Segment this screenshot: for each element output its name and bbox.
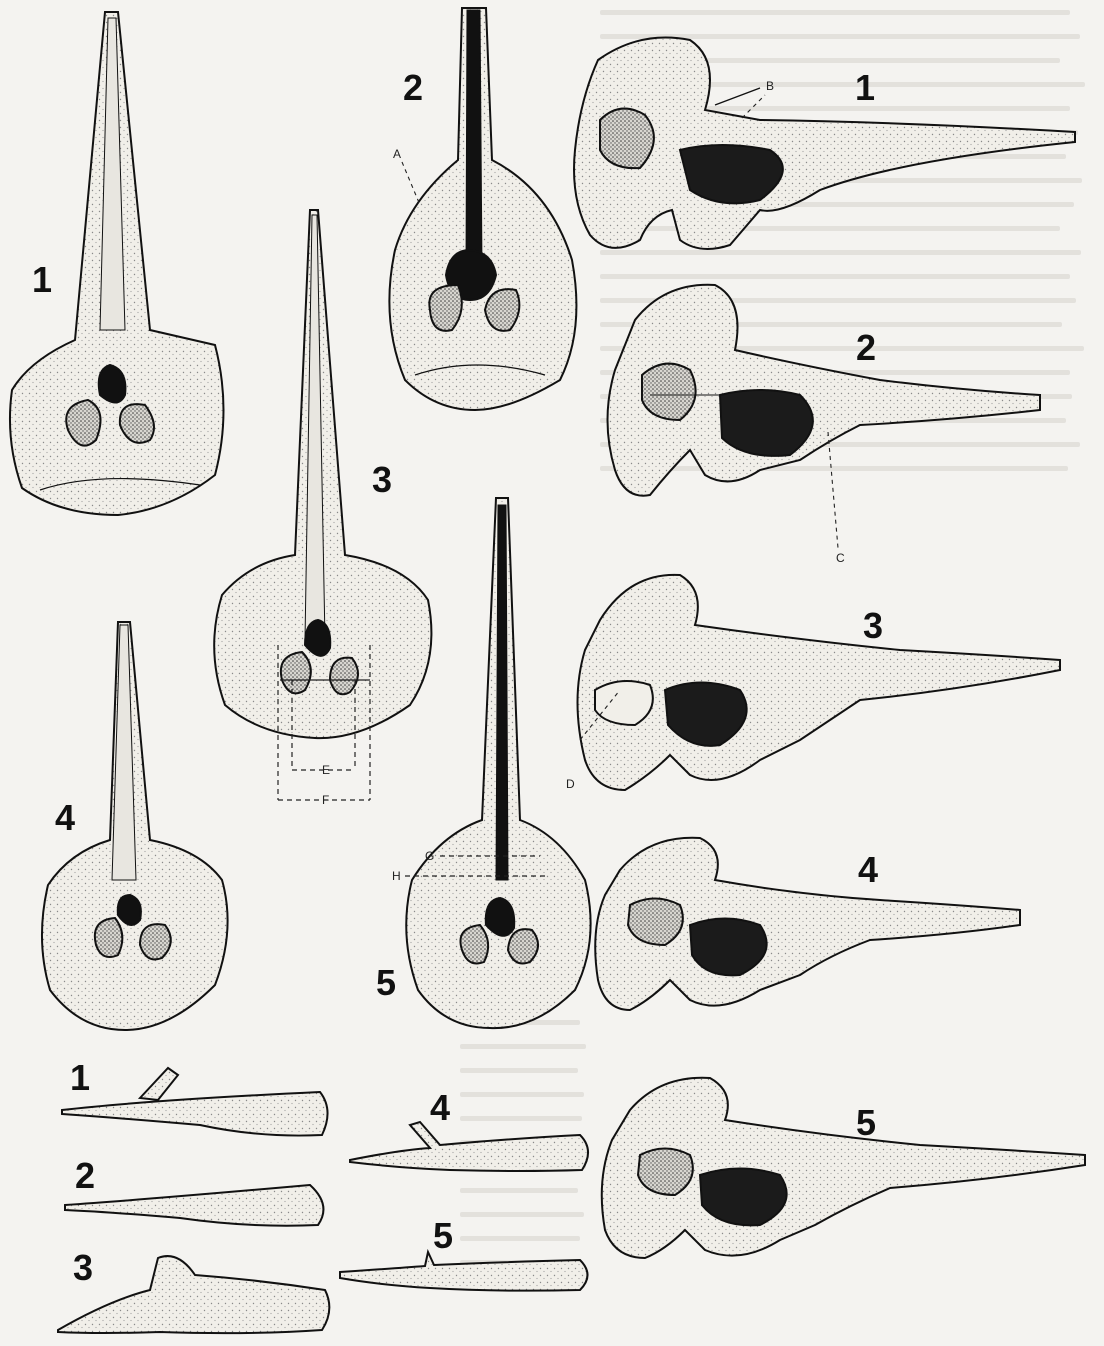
dorsal-number-3: 3 [372, 462, 392, 498]
lateral-number-4: 4 [858, 852, 878, 888]
dorsal-number-5: 5 [376, 965, 396, 1001]
mandible-number-1: 1 [70, 1060, 90, 1096]
lateral-skull-2 [608, 285, 1041, 496]
lateral-number-2: 2 [856, 330, 876, 366]
dorsal-number-1: 1 [32, 262, 52, 298]
mandible-number-3: 3 [73, 1250, 93, 1286]
dorsal-skull-5 [406, 498, 590, 1028]
mandible-4 [350, 1122, 588, 1171]
lateral-skull-4 [595, 838, 1020, 1010]
reference-label-h: H [392, 870, 401, 882]
dorsal-number-2: 2 [403, 70, 423, 106]
mandible-3 [58, 1256, 329, 1333]
mandible-5 [340, 1252, 588, 1291]
lateral-number-1: 1 [855, 70, 875, 106]
mandible-number-5: 5 [433, 1218, 453, 1254]
reference-label-a: A [393, 148, 401, 160]
lateral-skull-3 [578, 575, 1061, 790]
reference-label-g: G [425, 850, 434, 862]
reference-label-b: B [766, 80, 774, 92]
reference-label-d: D [566, 778, 575, 790]
reference-label-f: F [322, 794, 329, 806]
lateral-skull-5 [602, 1078, 1085, 1258]
reference-label-c: C [836, 552, 845, 564]
lateral-number-5: 5 [856, 1105, 876, 1141]
lateral-skull-1 [574, 38, 1075, 250]
mandible-number-4: 4 [430, 1090, 450, 1126]
dorsal-number-4: 4 [55, 800, 75, 836]
reference-label-e: E [322, 764, 330, 776]
mandible-1 [62, 1068, 328, 1136]
mandible-number-2: 2 [75, 1158, 95, 1194]
lateral-number-3: 3 [863, 608, 883, 644]
mandible-2 [65, 1185, 323, 1226]
